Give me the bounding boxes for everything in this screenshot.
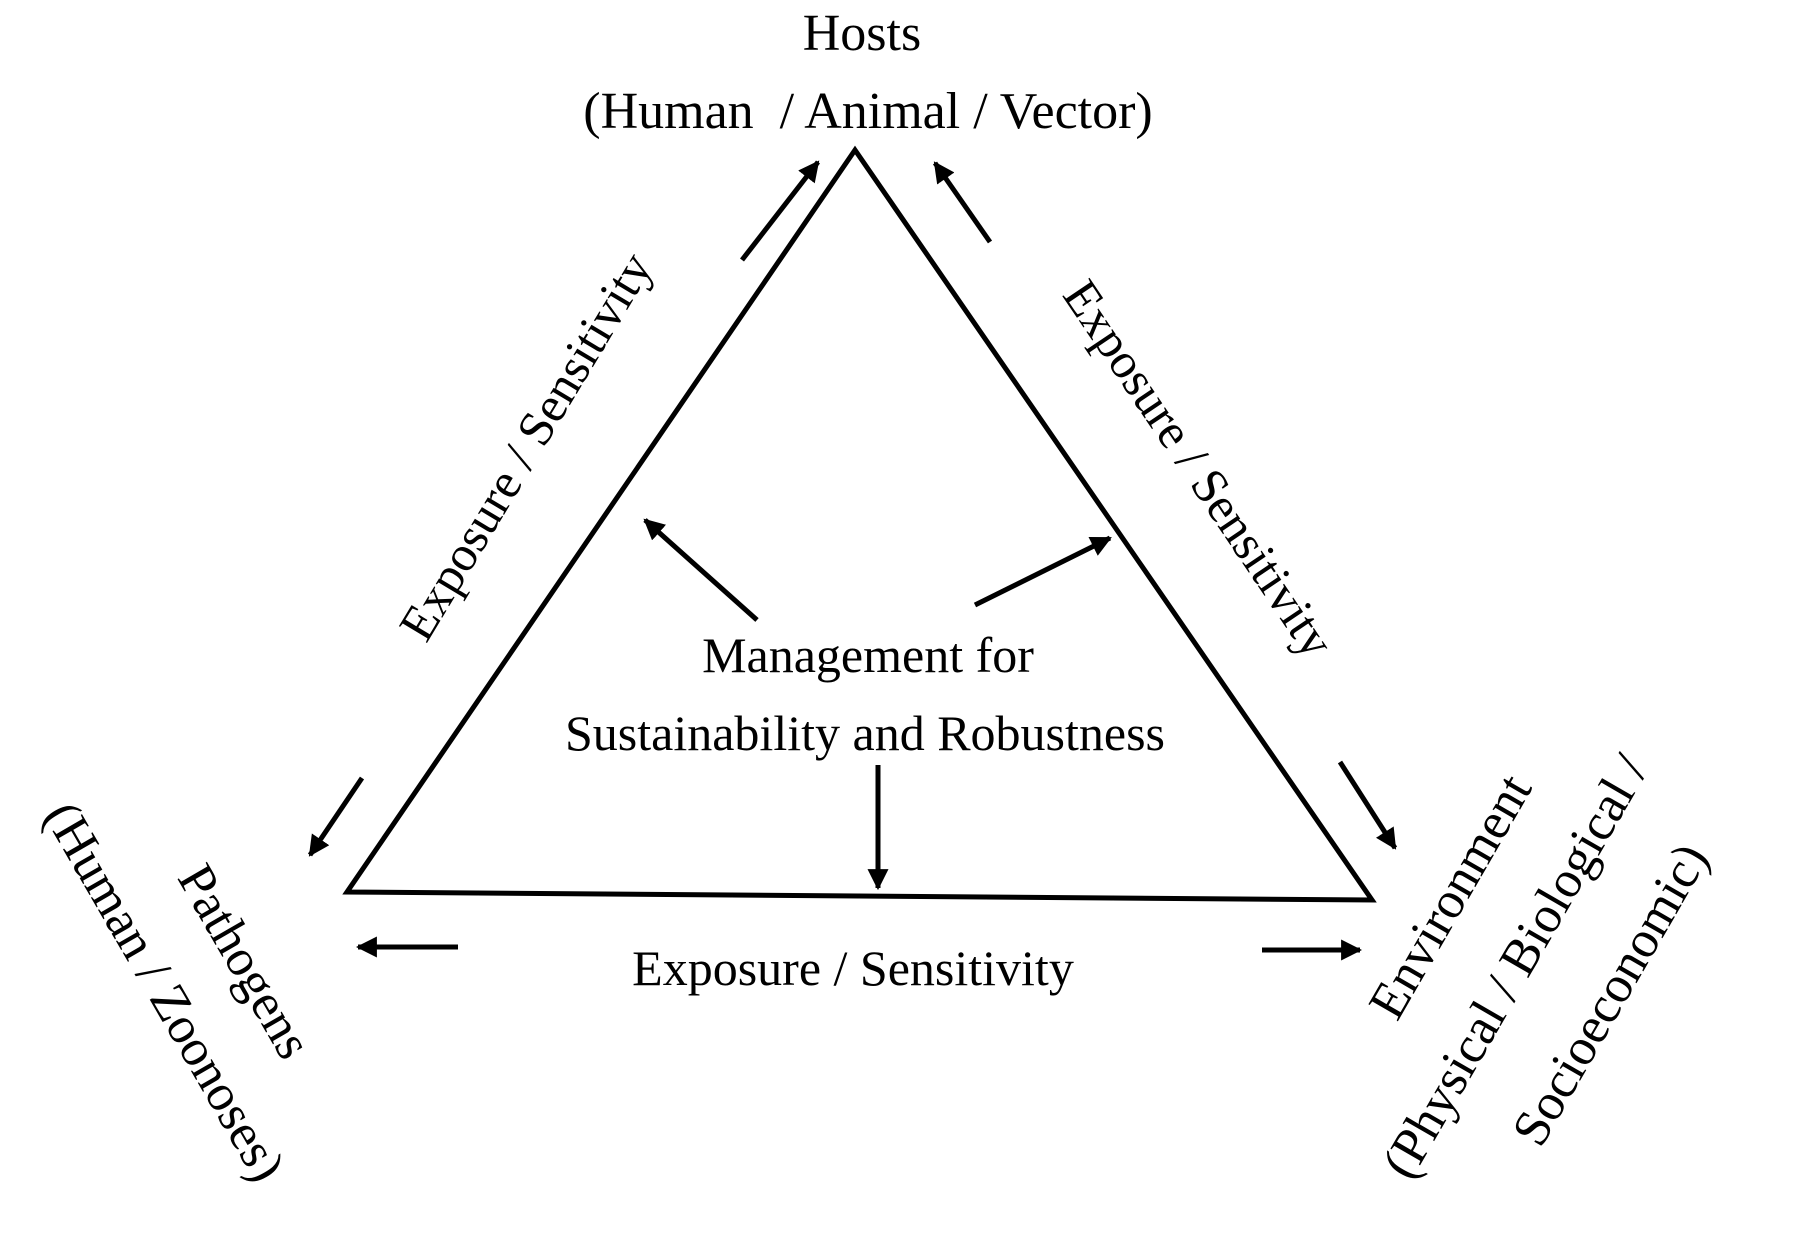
edge-label-bottom: Exposure / Sensitivity xyxy=(632,940,1074,996)
triangle-outline xyxy=(342,145,1377,903)
hosts-title: Hosts xyxy=(803,5,921,62)
arrow-center-to-left-edge xyxy=(643,518,759,622)
arrow-center-to-right-edge xyxy=(973,535,1112,608)
arrow-to-hosts-right xyxy=(932,161,993,244)
edge-label-left: Exposure / Sensitivity xyxy=(388,243,663,650)
arrow-to-environment-right xyxy=(1337,760,1398,850)
arrow-to-hosts-left xyxy=(740,160,820,262)
center-title-line1: Management for xyxy=(702,627,1034,683)
hosts-subtitle: (Human / Animal / Vector) xyxy=(583,83,1153,140)
edge-label-right: Exposure / Sensitivity xyxy=(1052,270,1345,667)
center-title-line2: Sustainability and Robustness xyxy=(565,705,1165,761)
arrow-to-pathogens-left xyxy=(307,776,365,857)
